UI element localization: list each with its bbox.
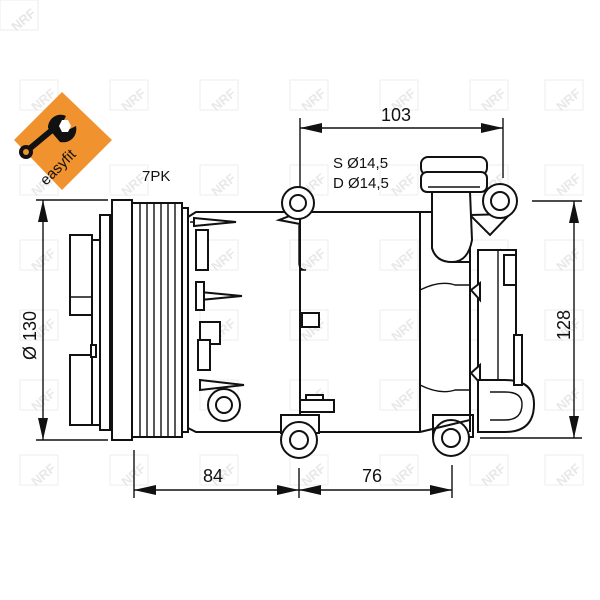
dimension-pulley-diameter: Ø 130	[20, 199, 108, 441]
dimension-top: 103	[299, 105, 504, 188]
dimension-height-value: 128	[554, 310, 574, 340]
compressor-body	[268, 211, 421, 433]
dimension-height: 128	[480, 200, 582, 439]
mounting-ear-top-right	[467, 183, 518, 237]
mounting-ear-top-left	[275, 186, 315, 226]
easyfit-badge: easyfit	[14, 92, 112, 190]
watermark-pattern: NRF	[0, 0, 39, 34]
discharge-port-label: D Ø14,5	[333, 175, 389, 192]
pulley	[111, 199, 189, 441]
front-housing	[187, 211, 285, 433]
dimension-top-value: 103	[381, 105, 411, 125]
dimension-bottom-left-value: 84	[203, 466, 223, 486]
dimension-bottom: 84 76	[133, 450, 453, 498]
mounting-ear-bottom-right	[432, 414, 474, 457]
service-port-fitting	[420, 156, 488, 264]
control-valve-block	[469, 249, 536, 433]
dimension-pulley-value: Ø 130	[20, 311, 40, 360]
belt-type-label: 7PK	[142, 168, 170, 185]
dimension-bottom-right-value: 76	[362, 466, 382, 486]
wrench-icon	[19, 114, 77, 159]
mounting-ear-bottom-left	[280, 414, 320, 459]
suction-port-label: S Ø14,5	[333, 155, 388, 172]
clutch-plate	[69, 214, 111, 431]
